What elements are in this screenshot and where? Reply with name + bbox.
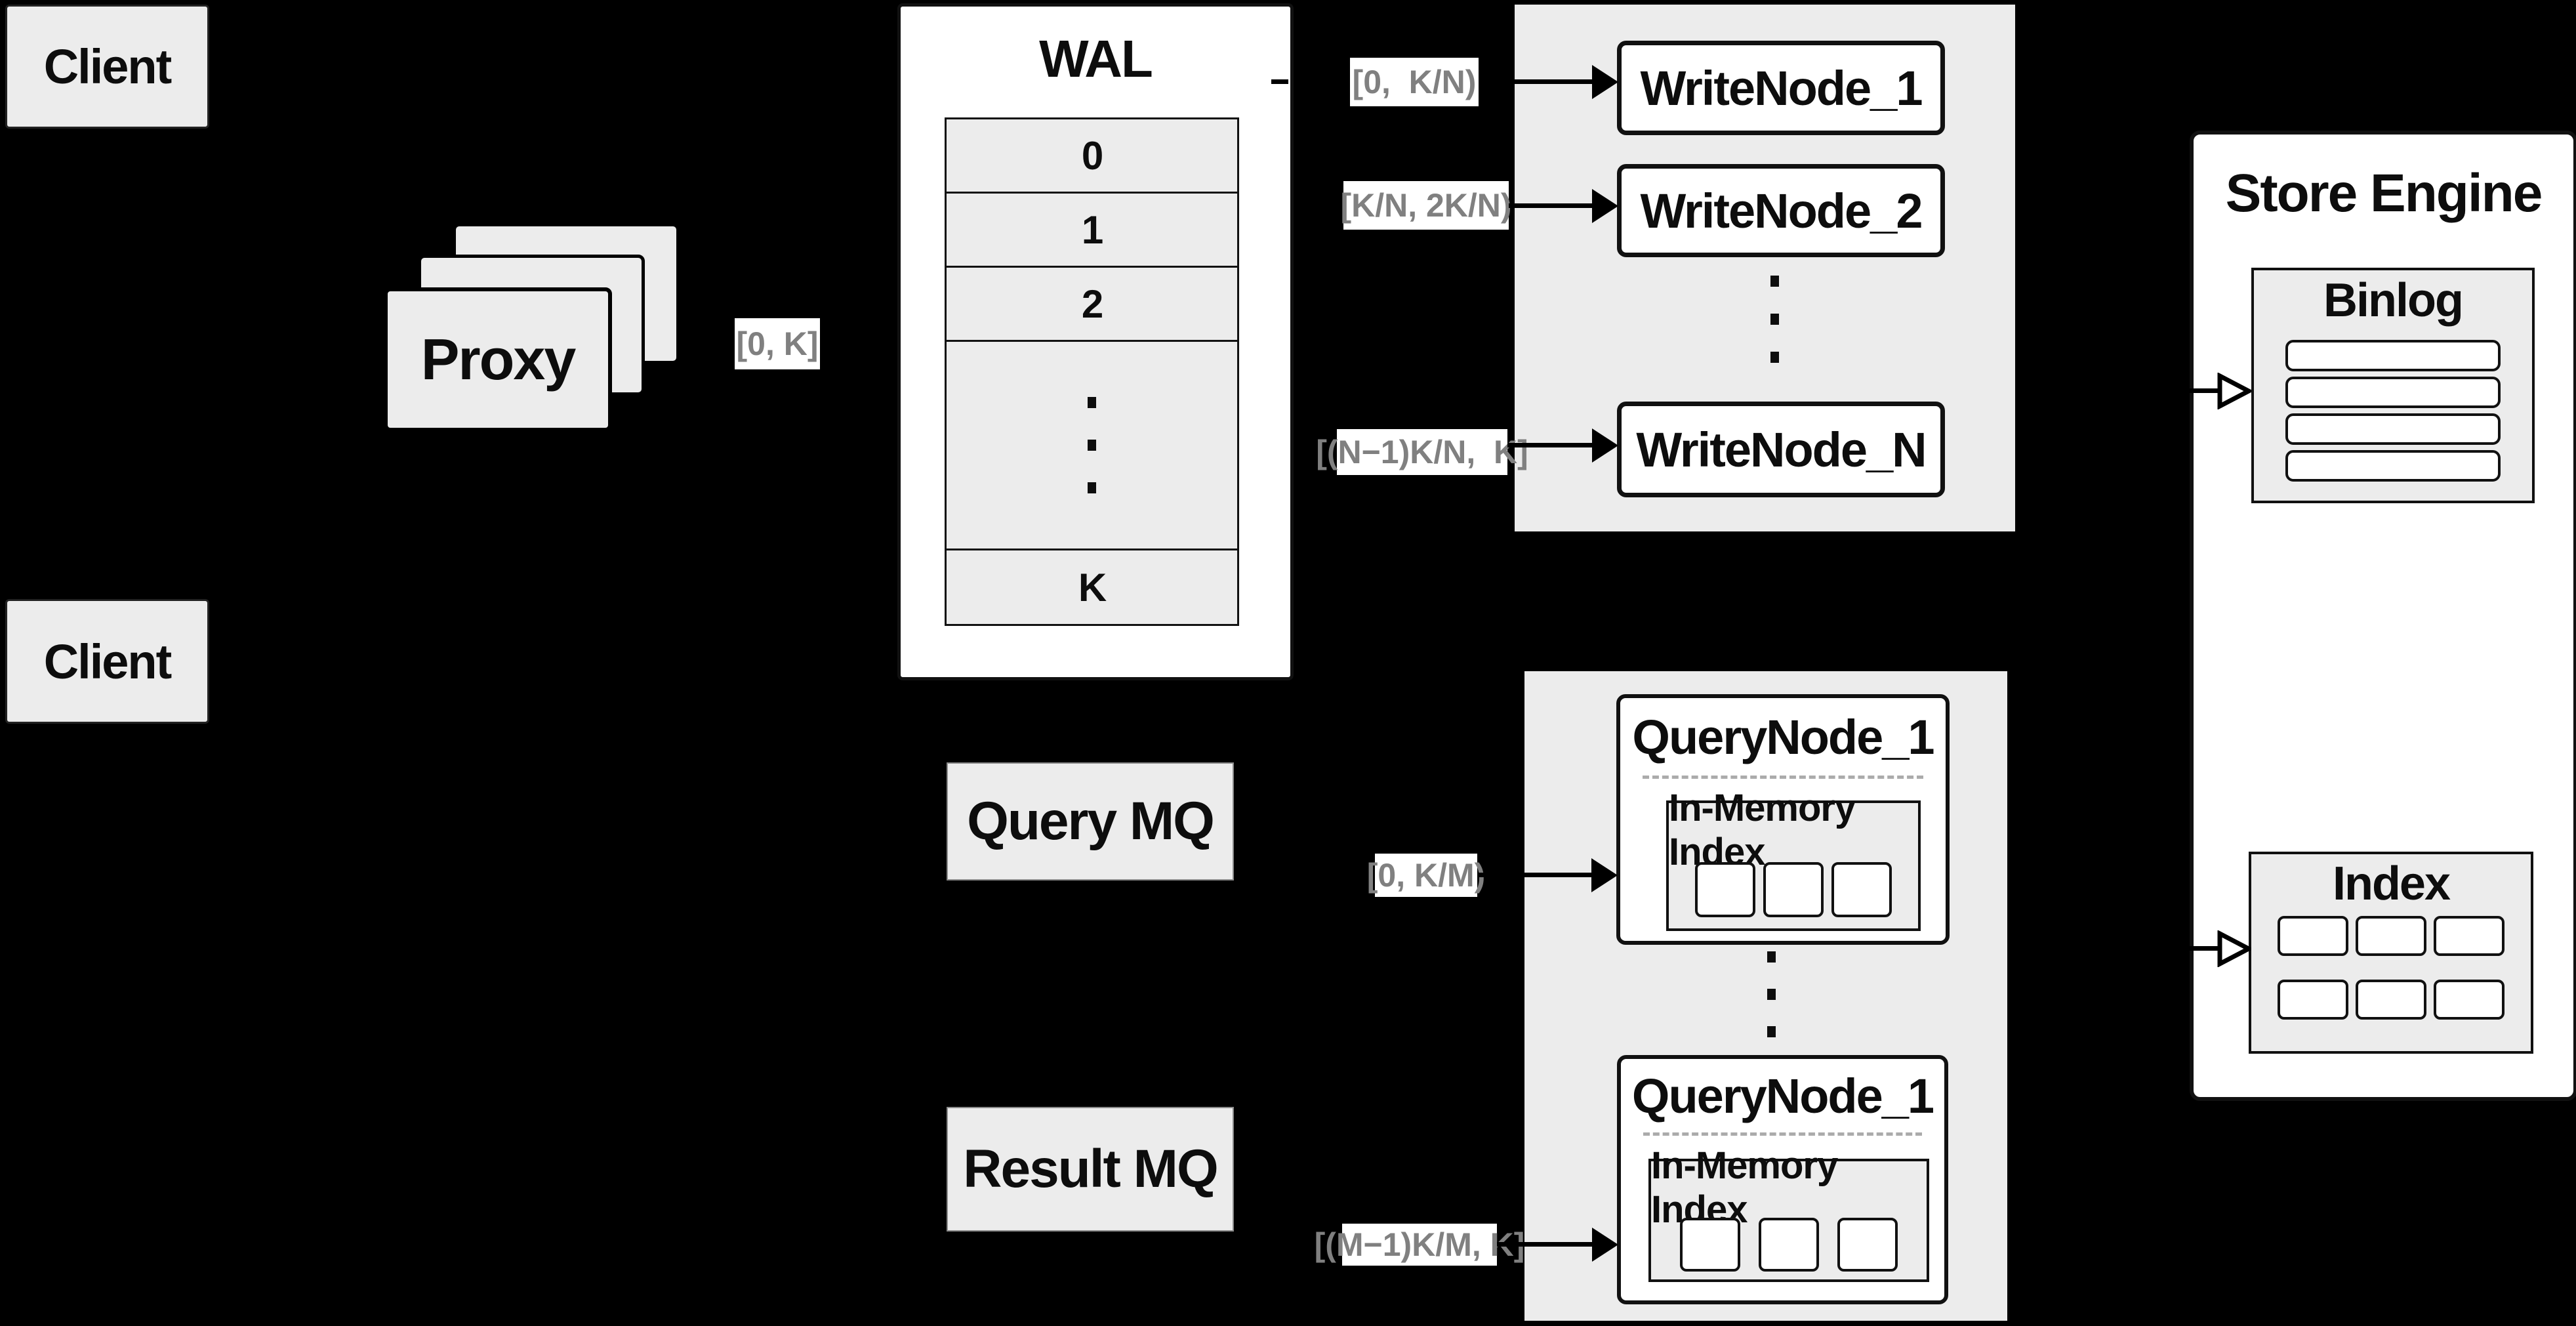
- arrowhead-write-node-2: [1592, 189, 1618, 223]
- ellipsis-dot: [1770, 314, 1779, 325]
- binlog-row: [2285, 413, 2501, 445]
- index-cell: [2356, 916, 2426, 956]
- query-node-bottom: QueryNode_1 In-Memory Index: [1617, 1055, 1948, 1304]
- index-cell: [2278, 980, 2348, 1020]
- binlog-row: [2285, 377, 2501, 408]
- query-node-bottom-divider: [1643, 1132, 1922, 1136]
- query-node-bottom-title: QueryNode_1: [1631, 1068, 1934, 1123]
- client-node-top: Client: [5, 5, 209, 129]
- wal-row-ellipsis: [945, 340, 1239, 550]
- write-node-1: WriteNode_1: [1617, 41, 1945, 135]
- query-cluster-ellipsis: [1767, 951, 1776, 1037]
- ellipsis-dot: [1088, 397, 1096, 408]
- segment-cell: [1837, 1218, 1898, 1272]
- index-cell: [2434, 916, 2504, 956]
- in-memory-index-top-title: In-Memory Index: [1669, 787, 1856, 873]
- wal-container: WAL 0 1 2 K: [897, 3, 1294, 680]
- wal-row-k: K: [945, 549, 1239, 626]
- query-node-top: QueryNode_1 In-Memory Index: [1616, 694, 1950, 945]
- segment-cell: [1695, 862, 1755, 917]
- wal-out-stub: [1271, 79, 1288, 84]
- edge-label-query-m: [(M−1)K/M, K]: [1315, 1224, 1524, 1266]
- edge-label-proxy-out: [0, K]: [735, 318, 820, 369]
- ellipsis-dot: [1770, 276, 1779, 287]
- binlog-title: Binlog: [2323, 274, 2464, 327]
- arrow-to-binlog: [2190, 388, 2224, 393]
- arrowhead-write-node-n: [1592, 428, 1618, 463]
- ellipsis-dot: [1767, 989, 1776, 1000]
- query-mq-node: Query MQ: [947, 762, 1234, 881]
- store-engine-title: Store Engine: [2225, 163, 2543, 223]
- segment-cell: [1831, 862, 1892, 917]
- in-memory-index-bottom-title: In-Memory Index: [1651, 1144, 1838, 1231]
- query-mq-label: Query MQ: [967, 791, 1215, 851]
- wal-row-2: 2: [945, 266, 1239, 342]
- index-cell: [2434, 980, 2504, 1020]
- write-cluster-ellipsis: [1770, 276, 1779, 363]
- wal-title: WAL: [1039, 30, 1153, 88]
- client-bottom-label: Client: [43, 634, 173, 689]
- segment-cell: [1680, 1218, 1740, 1272]
- index-title: Index: [2332, 858, 2451, 910]
- hollow-arrowhead-binlog: [2217, 373, 2251, 409]
- in-memory-index-bottom: In-Memory Index: [1648, 1144, 1929, 1282]
- write-node-2: WriteNode_2: [1617, 164, 1945, 257]
- edge-label-write-1: [0, K/N): [1350, 58, 1479, 106]
- client-node-bottom: Client: [5, 599, 209, 724]
- arrow-to-index: [2190, 946, 2224, 951]
- wal-row-0: 0: [945, 117, 1239, 194]
- segment-cell: [1763, 862, 1824, 917]
- in-memory-index-top: In-Memory Index: [1666, 787, 1921, 931]
- index-cell: [2356, 980, 2426, 1020]
- result-mq-label: Result MQ: [963, 1139, 1218, 1199]
- arrow-to-write-node-n: [1507, 443, 1593, 447]
- arrow-to-query-node-m: [1497, 1242, 1593, 1247]
- ellipsis-dot: [1088, 482, 1096, 493]
- arrowhead-query-node-1: [1591, 858, 1618, 892]
- ellipsis-dot: [1770, 352, 1779, 363]
- index-box: Index: [2249, 852, 2533, 1054]
- wal-row-1: 1: [945, 192, 1239, 268]
- ellipsis-dot: [1767, 1026, 1776, 1037]
- hollow-arrowhead-index: [2217, 930, 2251, 967]
- client-top-label: Client: [43, 39, 173, 94]
- ellipsis-dot: [1088, 440, 1096, 451]
- binlog-row: [2285, 450, 2501, 482]
- query-node-top-divider: [1643, 776, 1923, 779]
- store-engine: Store Engine Binlog Index: [2190, 131, 2576, 1101]
- wal-segment-table: 0 1 2 K: [945, 117, 1239, 626]
- binlog-row: [2285, 340, 2501, 371]
- segment-cell: [1759, 1218, 1819, 1272]
- arrowhead-query-node-m: [1592, 1228, 1618, 1262]
- proxy-node: Proxy: [384, 287, 612, 432]
- write-node-n: WriteNode_N: [1617, 402, 1945, 497]
- index-cell: [2278, 916, 2348, 956]
- arrow-to-write-node-1: [1479, 79, 1593, 84]
- proxy-label: Proxy: [420, 327, 577, 392]
- edge-label-query-1: [0, K/M): [1367, 854, 1485, 897]
- ellipsis-dot: [1767, 951, 1776, 963]
- edge-label-write-2: [K/N, 2K/N): [1340, 181, 1512, 230]
- query-node-top-title: QueryNode_1: [1632, 709, 1934, 764]
- result-mq-node: Result MQ: [947, 1107, 1234, 1232]
- arrow-to-query-node-1: [1477, 873, 1593, 877]
- arrow-to-write-node-2: [1509, 203, 1593, 208]
- arrowhead-write-node-1: [1592, 65, 1618, 99]
- edge-label-write-n: [(N−1)K/N, K]: [1316, 429, 1528, 475]
- binlog-box: Binlog: [2251, 268, 2535, 503]
